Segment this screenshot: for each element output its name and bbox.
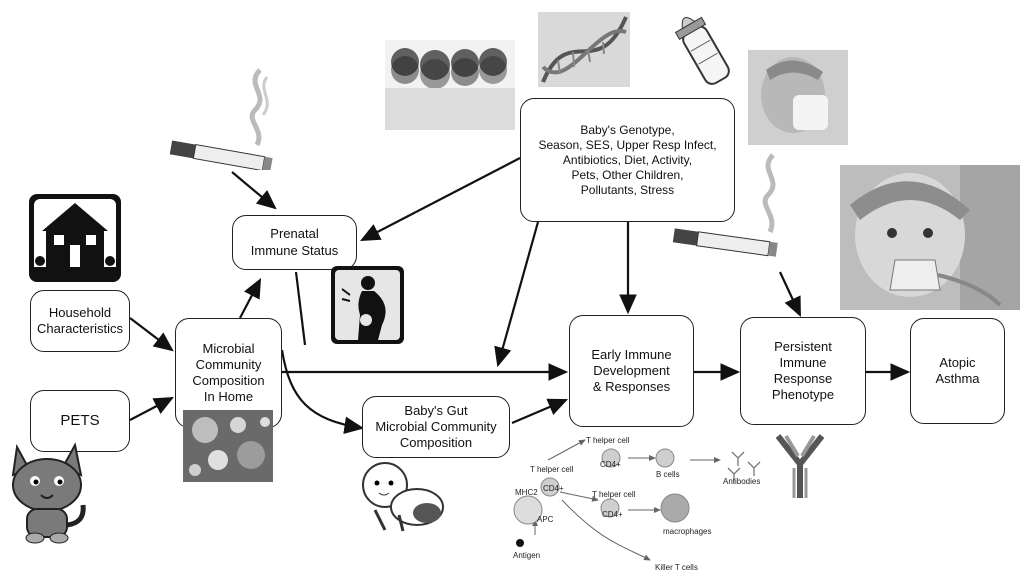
house-icon <box>28 193 122 283</box>
arrow-cigarette-persistent <box>779 271 801 317</box>
arrow-cigarette-prenatal <box>231 171 277 210</box>
mhc2-label: MHC2 <box>515 488 538 497</box>
arrow-pets-microbial <box>129 396 174 421</box>
arrow-prenatal-gut <box>294 271 307 346</box>
household-characteristics-box: Household Characteristics <box>30 290 130 352</box>
baby-gut-microbial-box: Baby's Gut Microbial Community Compositi… <box>362 396 510 458</box>
arrow-factors-early-left <box>494 221 540 368</box>
t-helper-label-1: T helper cell <box>586 436 630 445</box>
arrow-factors-prenatal <box>360 157 521 242</box>
cd4-label-3: CD4+ <box>602 510 623 519</box>
killer-t-cells-label: Killer T cells <box>655 563 698 572</box>
cigarette-icon <box>165 65 280 172</box>
b-cells-label: B cells <box>656 470 680 479</box>
t-helper-label-3: T helper cell <box>592 490 636 499</box>
pregnant-woman-icon <box>330 265 405 345</box>
baby-icon <box>355 455 450 535</box>
child-nebulizer-photo <box>840 165 1020 310</box>
factors-box: Baby's Genotype, Season, SES, Upper Resp… <box>520 98 735 222</box>
early-immune-development-box: Early Immune Development & Responses <box>569 315 694 427</box>
baby-bottle-icon <box>668 5 738 90</box>
arrow-microbial-prenatal <box>239 278 262 319</box>
antibody-icon <box>770 432 830 500</box>
sneezing-child-photo <box>748 50 848 145</box>
antigen-label: Antigen <box>513 551 541 560</box>
dna-icon <box>538 12 630 87</box>
pets-box: PETS <box>30 390 130 452</box>
prenatal-immune-status-box: Prenatal Immune Status <box>232 215 357 270</box>
cd4-label-1: CD4+ <box>600 460 621 469</box>
arrow-microbial-gut <box>280 349 365 435</box>
atopic-asthma-box: Atopic Asthma <box>910 318 1005 424</box>
antibodies-label: Antibodies <box>723 477 761 486</box>
bacteria-photo <box>183 410 273 482</box>
cigarette-icon <box>668 150 788 260</box>
children-photo <box>385 40 515 130</box>
apc-label: APC <box>537 515 554 524</box>
macrophages-label: macrophages <box>663 527 712 536</box>
microbial-community-box: Microbial Community Composition In Home <box>175 318 282 428</box>
t-helper-label-2: T helper cell <box>530 465 574 474</box>
arrow-household-microbial <box>129 317 174 352</box>
persistent-immune-response-box: Persistent Immune Response Phenotype <box>740 317 866 425</box>
arrow-gut-early <box>511 398 569 425</box>
cd4-label-2: CD4+ <box>543 484 564 493</box>
cat-icon <box>5 435 95 545</box>
